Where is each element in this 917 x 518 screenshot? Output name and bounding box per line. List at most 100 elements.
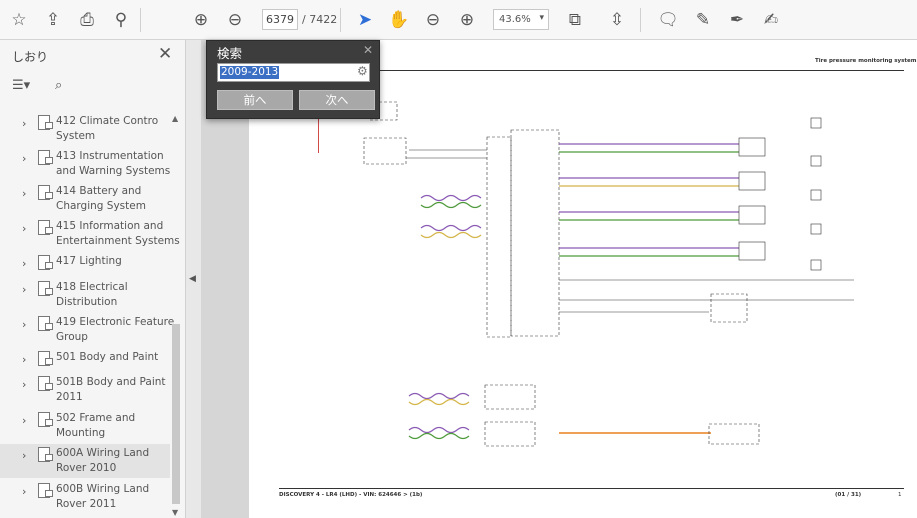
close-icon[interactable]: ✕: [363, 43, 374, 57]
bookmark-item[interactable]: › 415 Information and Entertainment Syst…: [0, 217, 180, 251]
comment-icon[interactable]: 🗨: [657, 10, 679, 30]
bookmark-label: 417 Lighting: [56, 255, 122, 267]
chevron-right-icon[interactable]: ›: [22, 187, 27, 200]
chevron-right-icon[interactable]: ›: [22, 257, 27, 270]
bookmark-item[interactable]: › 502 Frame and Mounting: [0, 409, 170, 443]
diagram-left-modules: [363, 101, 560, 338]
header-rule: [279, 70, 904, 71]
print-icon[interactable]: ⎙: [80, 10, 94, 30]
chevron-right-icon[interactable]: ›: [22, 222, 27, 235]
bookmark-label: 600B Wiring Land Rover 2011: [56, 483, 150, 510]
fit-page-icon[interactable]: ⧉: [568, 10, 582, 30]
highlight-pen-icon[interactable]: ✎: [695, 10, 711, 30]
zoom-search-icon[interactable]: ⚲: [114, 10, 128, 30]
chevron-right-icon[interactable]: ›: [22, 414, 27, 427]
page-number-input[interactable]: 6379: [262, 9, 298, 30]
options-menu-icon[interactable]: ☰▾: [12, 78, 31, 93]
find-previous-button[interactable]: 前へ: [217, 90, 293, 110]
gear-icon[interactable]: ⚙: [357, 64, 368, 78]
bookmark-item[interactable]: › 600B Wiring Land Rover 2011: [0, 480, 170, 514]
bookmarks-scrollbar[interactable]: ▲ ▼: [171, 112, 181, 518]
zoom-out-icon[interactable]: ⊖: [425, 10, 441, 30]
page-total: / 7422: [302, 13, 338, 26]
chevron-right-icon[interactable]: ›: [22, 353, 27, 366]
chevron-down-icon: ▾: [539, 13, 544, 23]
scroll-up-icon[interactable]: ▲: [172, 114, 179, 123]
bookmark-page-icon: [38, 220, 53, 235]
diagram-twisted-pairs: [420, 143, 739, 257]
bookmark-label: 412 Climate Contro System: [56, 115, 159, 142]
document-page[interactable]: [249, 40, 917, 518]
star-icon[interactable]: ☆: [11, 10, 27, 30]
bookmark-item[interactable]: › 413 Instrumentation and Warning System…: [0, 147, 170, 181]
bookmark-page-icon: [38, 447, 53, 462]
document-gutter: [201, 40, 249, 518]
fill-sign-icon[interactable]: ✍: [763, 10, 779, 30]
document-footer: DISCOVERY 4 - LR4 (LHD) - VIN: 624646 > …: [279, 492, 423, 498]
bookmark-item[interactable]: › 501B Body and Paint 2011: [0, 373, 170, 407]
bookmark-label: 418 Electrical Distribution: [56, 281, 128, 308]
find-input[interactable]: 2009-2013 ⚙: [217, 63, 370, 82]
find-bookmark-icon[interactable]: ⌕: [55, 78, 63, 93]
annotation-line: [318, 117, 319, 153]
diagram-lower-section: [408, 384, 760, 447]
wiring-diagram: [363, 101, 854, 447]
chevron-right-icon[interactable]: ›: [22, 152, 27, 165]
draw-icon[interactable]: ✒: [729, 10, 745, 30]
bookmark-item[interactable]: › 417 Lighting: [0, 252, 170, 286]
bookmark-label: 501B Body and Paint 2011: [56, 376, 166, 403]
hand-tool-icon[interactable]: ✋: [388, 10, 410, 30]
bookmarks-toolbar: ☰▾ ⌕: [0, 76, 185, 100]
chevron-right-icon[interactable]: ›: [22, 283, 27, 296]
find-query-text: 2009-2013: [220, 66, 280, 79]
bookmark-page-icon: [38, 412, 53, 427]
toolbar-divider: [140, 8, 141, 32]
chevron-right-icon[interactable]: ›: [22, 485, 27, 498]
close-icon[interactable]: ✕: [158, 44, 173, 64]
bookmark-item[interactable]: › 419 Electronic Feature Group: [0, 313, 175, 347]
bookmark-item[interactable]: › 501 Body and Paint: [0, 348, 170, 382]
bookmark-label: 600A Wiring Land Rover 2010: [56, 447, 150, 474]
zoom-select[interactable]: 43.6% ▾: [493, 9, 549, 30]
chevron-right-icon[interactable]: ›: [22, 318, 27, 331]
zoom-value: 43.6%: [499, 14, 531, 25]
bookmarks-panel: しおり ✕ ☰▾ ⌕ › 412 Climate Contro System ›…: [0, 40, 186, 518]
toolbar-divider: [640, 8, 641, 32]
collapse-panel-icon[interactable]: ◀: [189, 274, 196, 284]
bookmark-page-icon: [38, 351, 53, 366]
document-footer-page: (01 / 31): [835, 492, 862, 498]
bookmark-page-icon: [38, 376, 53, 391]
footer-rule: [279, 488, 904, 489]
bookmark-label: 414 Battery and Charging System: [56, 185, 146, 212]
bookmark-item-selected[interactable]: › 600A Wiring Land Rover 2010: [0, 444, 170, 478]
find-dialog-title: 検索: [217, 46, 243, 61]
toolbar-divider: [340, 8, 341, 32]
zoom-in-icon[interactable]: ⊕: [459, 10, 475, 30]
chevron-right-icon[interactable]: ›: [22, 117, 27, 130]
bookmark-page-icon: [38, 316, 53, 331]
chevron-right-icon[interactable]: ›: [22, 378, 27, 391]
bookmark-label: 413 Instrumentation and Warning Systems: [56, 150, 171, 177]
find-dialog: 検索 ✕ 2009-2013 ⚙ 前へ 次へ: [206, 40, 380, 119]
bookmark-label: 419 Electronic Feature Group: [56, 316, 175, 343]
chevron-right-icon[interactable]: ›: [22, 449, 27, 462]
bookmark-item[interactable]: › 414 Battery and Charging System: [0, 182, 170, 216]
bookmark-item[interactable]: › 418 Electrical Distribution: [0, 278, 170, 312]
bookmark-label: 415 Information and Entertainment System…: [56, 220, 180, 247]
scroll-down-icon[interactable]: ▼: [172, 508, 179, 517]
upload-cloud-icon[interactable]: ⇪: [45, 10, 61, 30]
bookmark-page-icon: [38, 483, 53, 498]
page-up-icon[interactable]: ⊕: [193, 10, 209, 30]
page-down-icon[interactable]: ⊖: [227, 10, 243, 30]
bookmark-item[interactable]: › 412 Climate Contro System: [0, 112, 170, 146]
bookmark-page-icon: [38, 281, 53, 296]
bookmark-label: 502 Frame and Mounting: [56, 412, 136, 439]
scroll-thumb[interactable]: [172, 324, 180, 504]
find-next-button[interactable]: 次へ: [299, 90, 375, 110]
bookmark-page-icon: [38, 115, 53, 130]
scroll-mode-icon[interactable]: ⇳: [609, 10, 625, 30]
document-heading: Tire pressure monitoring system: [815, 58, 917, 64]
bookmark-page-icon: [38, 185, 53, 200]
bookmark-label: 501 Body and Paint: [56, 351, 159, 363]
select-cursor-icon[interactable]: ➤: [357, 10, 373, 30]
